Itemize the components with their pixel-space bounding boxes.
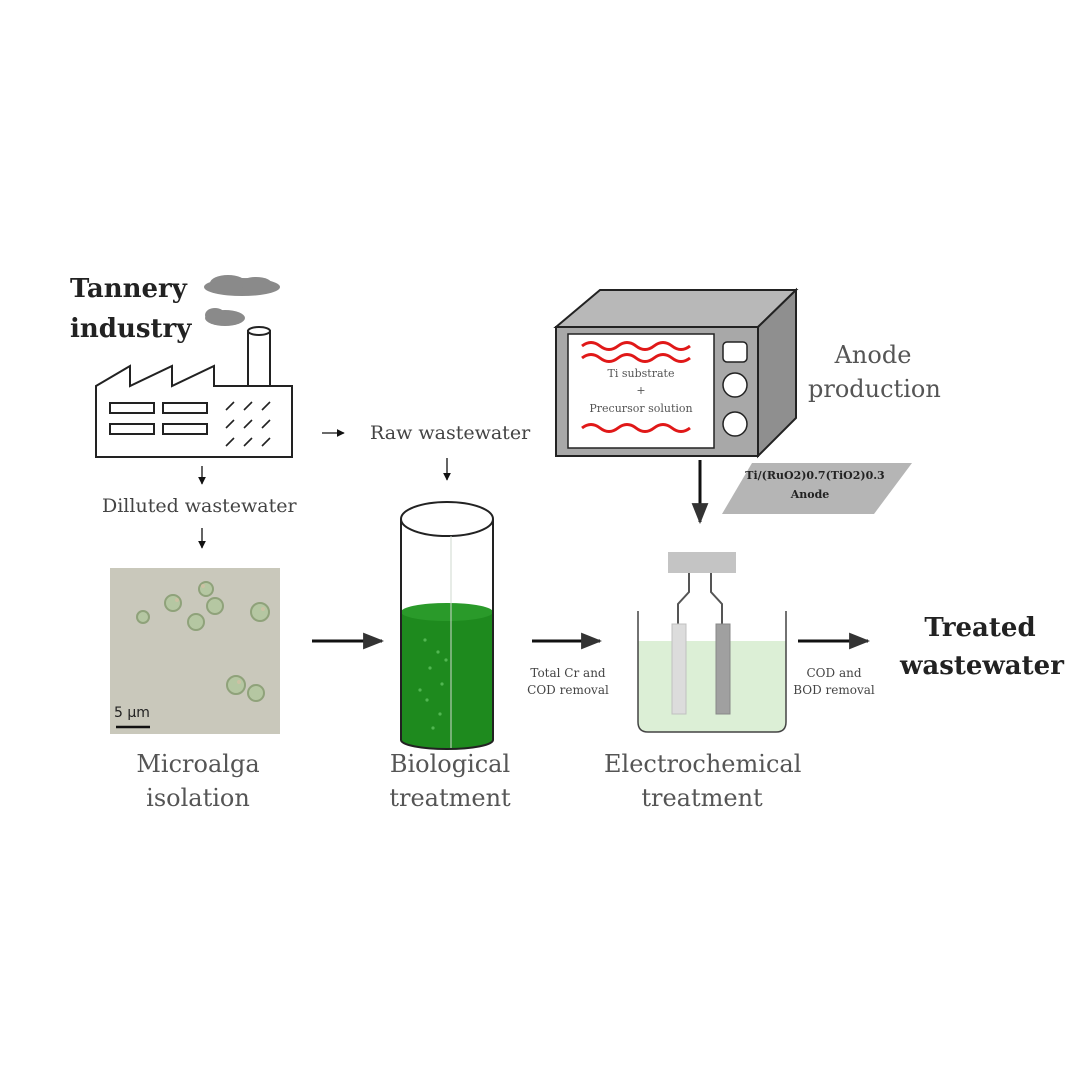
oven-text-line3: Precursor solution: [589, 402, 693, 415]
bio-removal-line2: COD removal: [527, 683, 609, 697]
microalga-micrograph: [110, 568, 280, 734]
raw-wastewater-label: Raw wastewater: [370, 422, 531, 444]
anode-label-box: [722, 463, 912, 514]
bio-removal-line1: Total Cr and: [530, 666, 606, 680]
microalga-isolation-line1: Microalga: [136, 750, 260, 778]
microwave-oven-icon: [553, 287, 799, 459]
treated-wastewater-line2: wastewater: [900, 651, 1064, 681]
electrochemical-treatment-line2: treatment: [641, 784, 763, 812]
heater-waves-icon: [581, 341, 691, 433]
anode-formula: Ti/(RuO2)0.7(TiO2)0.3: [745, 469, 885, 482]
oven-text-line1: Ti substrate: [607, 367, 675, 380]
scale-bar-label: 5 µm: [114, 705, 150, 721]
electrochemical-cell-icon: [637, 552, 787, 733]
anode-production-line1: Anode: [834, 341, 912, 369]
electro-removal-line1: COD and: [806, 666, 862, 680]
treated-wastewater-line1: Treated: [924, 613, 1036, 643]
bioreactor-icon: [400, 501, 494, 750]
smoke-cloud-icon: [204, 275, 280, 326]
oven-text-line2: +: [636, 384, 646, 397]
tannery-label-line1: Tannery: [70, 274, 187, 304]
factory-icon: [95, 326, 293, 458]
anode-word: Anode: [790, 488, 830, 501]
electrochemical-treatment-line1: Electrochemical: [604, 750, 802, 778]
microalga-isolation-line2: isolation: [146, 784, 250, 812]
diluted-wastewater-label: Dilluted wastewater: [102, 495, 297, 517]
biological-treatment-line1: Biological: [389, 750, 511, 778]
anode-production-line2: production: [808, 375, 941, 403]
biological-treatment-line2: treatment: [389, 784, 511, 812]
tannery-label-line2: industry: [70, 314, 192, 344]
electro-removal-line2: BOD removal: [793, 683, 875, 697]
